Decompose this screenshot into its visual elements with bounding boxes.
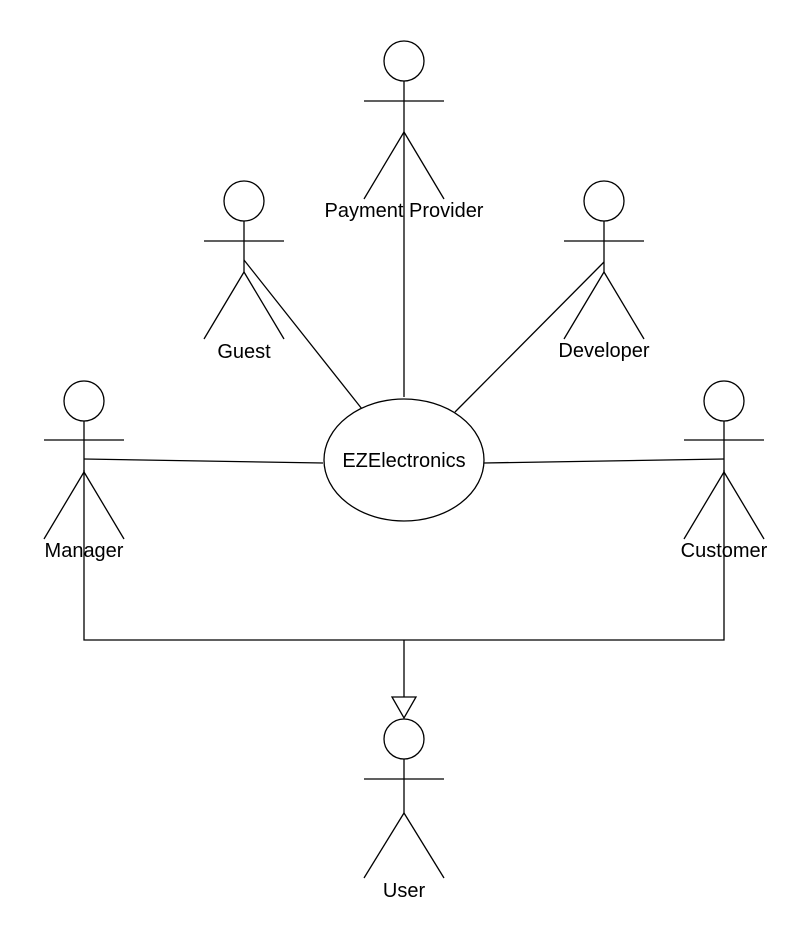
actor-label: Customer [681,540,768,562]
actor-manager: Manager [43,380,125,562]
actor-label: Manager [45,540,124,562]
association-developer [454,261,605,413]
actor-user: User [363,718,445,902]
association-customer [483,458,725,464]
system-use-case: EZElectronics [323,398,485,522]
generalization-arrowhead [390,696,418,720]
actor-left-leg [563,271,605,340]
actor-right-leg [403,131,445,200]
actor-customer: Customer [681,380,768,562]
actor-right-leg [83,471,125,540]
actor-left-leg [683,471,725,540]
actor-label: User [383,880,426,902]
actor-developer: Developer [558,180,650,362]
actor-left-leg [43,471,85,540]
actor-label: Guest [217,341,271,363]
actor-head [703,380,745,422]
actor-head [63,380,105,422]
actor-left-leg [363,812,405,879]
actor-label: Payment Provider [325,200,484,222]
actor-right-leg [403,812,445,879]
actor-head [223,180,265,222]
system-label: EZElectronics [342,450,465,472]
actor-label: Developer [558,340,650,362]
actor-head [383,40,425,82]
actor-right-leg [723,471,765,540]
generalization [83,470,725,720]
actor-left-leg [363,131,405,200]
association-guest [243,259,363,410]
actor-left-leg [203,271,245,340]
actor-payment-provider: Payment Provider [325,40,484,222]
association-manager [83,458,324,464]
system-ellipse [323,398,485,522]
actor-guest: Guest [203,180,285,363]
actor-right-leg [603,271,645,340]
actor-right-leg [243,271,285,340]
actor-head [583,180,625,222]
actor-head [383,718,425,760]
associations [83,132,725,464]
